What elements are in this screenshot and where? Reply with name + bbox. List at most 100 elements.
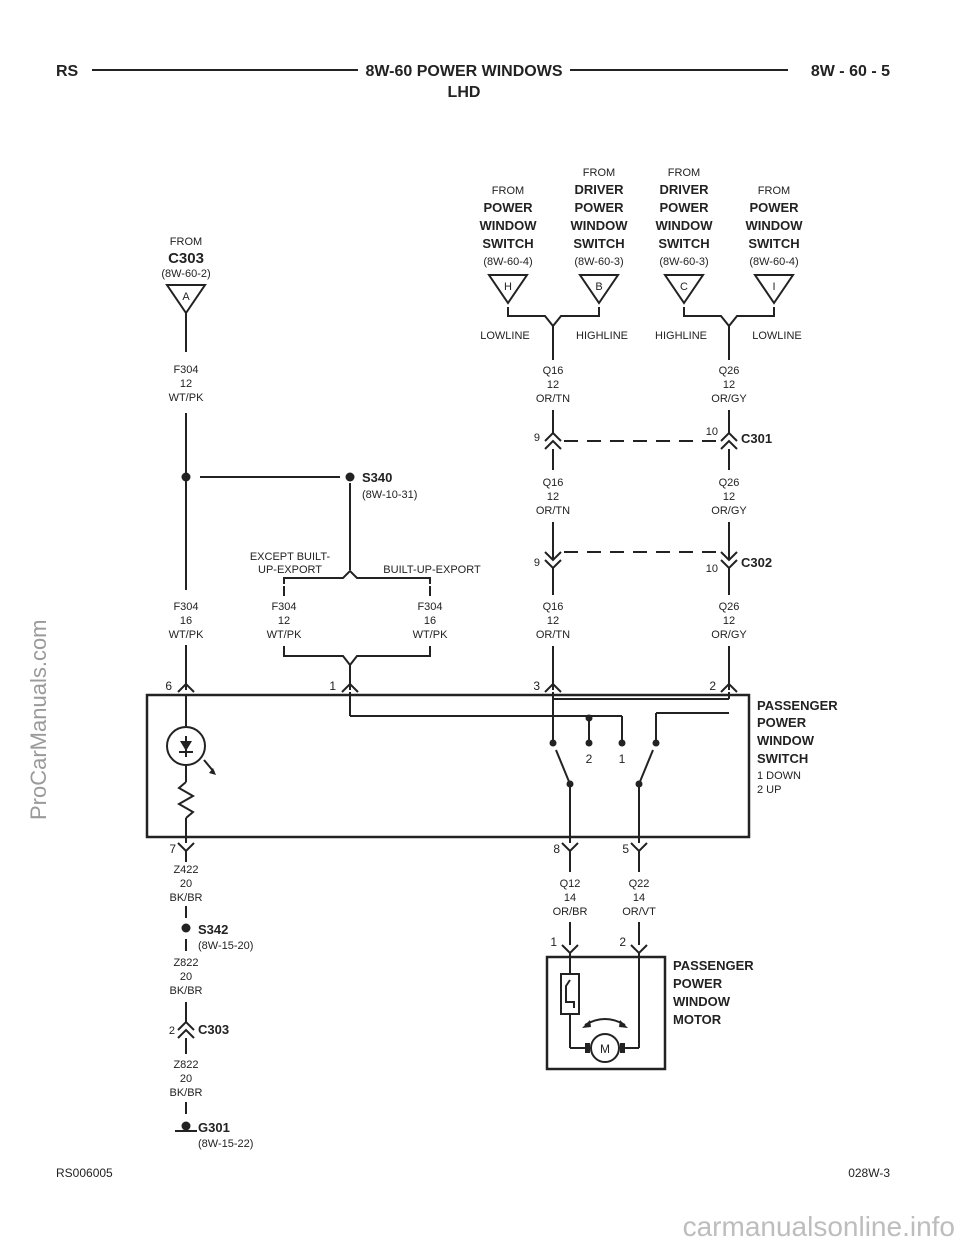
motor-rotation-arrow <box>584 1018 626 1026</box>
c303-pin2-male <box>177 1020 195 1031</box>
z422-circuit: Z422 <box>173 864 198 876</box>
c303-pin2-female <box>177 1028 195 1039</box>
q26-c-gauge: 12 <box>723 615 735 627</box>
switch-contact-1 <box>618 739 626 747</box>
c301-name: C301 <box>741 431 772 446</box>
motor-arrowhead-right <box>619 1020 628 1028</box>
c-source-ref: (8W-60-3) <box>659 256 708 268</box>
switch-label-l1: PASSENGER <box>757 698 838 713</box>
switch-pin1: 1 <box>329 679 336 693</box>
motor-arrowhead-left <box>582 1020 591 1028</box>
switch-pin8-connector <box>561 842 579 853</box>
z422-color: BK/BR <box>169 892 202 904</box>
q16-b-gauge: 12 <box>547 491 559 503</box>
q16-option-bracket <box>507 307 600 328</box>
switch-pin7-connector <box>177 842 195 853</box>
i-source-ref: (8W-60-4) <box>749 256 798 268</box>
c301-pin10: 10 <box>706 426 718 438</box>
g301-ref: (8W-15-22) <box>198 1138 253 1150</box>
b-source-l2: WINDOW <box>570 218 628 233</box>
c-source-l3: SWITCH <box>658 236 709 251</box>
switch-pos-2: 2 <box>586 752 593 766</box>
switch-pin3-connector <box>544 682 562 693</box>
c301-pin10-female <box>720 439 738 450</box>
c302-name: C302 <box>741 555 772 570</box>
circuit-breaker-element <box>565 979 575 1008</box>
switch-contact-a <box>549 739 557 747</box>
z822-a-gauge: 20 <box>180 971 192 983</box>
b-from: FROM <box>583 167 615 179</box>
i-source-triangle <box>753 274 795 305</box>
f304-12-circuit: F304 <box>173 364 198 376</box>
f304-16-gauge: 16 <box>180 615 192 627</box>
option-except-l2: UP-EXPORT <box>258 564 322 576</box>
switch-pin6-connector <box>177 682 195 693</box>
q26-a-circuit: Q26 <box>719 365 740 377</box>
f304-12-color: WT/PK <box>169 392 204 404</box>
motor-pin2-connector <box>630 944 648 955</box>
footer-figure-code: 028W-3 <box>848 1166 890 1180</box>
q26-highline-label: HIGHLINE <box>655 330 707 342</box>
passenger-switch-box <box>145 693 751 839</box>
c303-source-pin: A <box>182 291 190 303</box>
switch-label-l2: POWER <box>757 715 807 730</box>
b-source-ref: (8W-60-3) <box>574 256 623 268</box>
c-source-triangle <box>663 274 705 305</box>
motor-label-l1: PASSENGER <box>673 958 754 973</box>
z822-b-circuit: Z822 <box>173 1059 198 1071</box>
h-source-pin: H <box>504 281 512 293</box>
h-from: FROM <box>492 185 524 197</box>
header-title: 8W-60 POWER WINDOWS <box>365 63 562 80</box>
c301-pin9: 9 <box>534 432 540 444</box>
c-source-l0: DRIVER <box>659 182 709 197</box>
q26-c-color: OR/GY <box>711 629 747 641</box>
switch-label-l4: SWITCH <box>757 751 808 766</box>
led-light-arrowhead <box>209 768 216 775</box>
q26-b-color: OR/GY <box>711 505 747 517</box>
switch-contact-2 <box>585 739 593 747</box>
switch-note-up: 2 UP <box>757 784 781 796</box>
motor-label-l4: MOTOR <box>673 1012 722 1027</box>
h-source-ref: (8W-60-4) <box>483 256 532 268</box>
i-source-l1: POWER <box>749 200 799 215</box>
i-source-l2: WINDOW <box>745 218 803 233</box>
f304-16b-gauge: 16 <box>424 615 436 627</box>
c302-pin9-male <box>544 551 562 562</box>
header-page-number: 8W - 60 - 5 <box>811 63 890 80</box>
export-option-bracket-top <box>283 569 431 584</box>
s342-name: S342 <box>198 922 228 937</box>
q16-a-color: OR/TN <box>536 393 570 405</box>
passenger-motor-box <box>545 955 667 1071</box>
c303-source-name: C303 <box>168 250 204 267</box>
switch-note-down: 1 DOWN <box>757 770 801 782</box>
bottom-watermark: carmanualsonline.info <box>683 1211 955 1242</box>
switch-blade-down <box>555 749 571 785</box>
f304-16-color: WT/PK <box>169 629 204 641</box>
switch-pin7: 7 <box>169 842 176 856</box>
c-from: FROM <box>668 167 700 179</box>
b-source-triangle <box>578 274 620 305</box>
q26-c-circuit: Q26 <box>719 601 740 613</box>
c303-name: C303 <box>198 1022 229 1037</box>
switch-pin5-connector <box>630 842 648 853</box>
g301-ground-dot <box>181 1121 191 1131</box>
motor-label-l2: POWER <box>673 976 723 991</box>
c-source-l1: POWER <box>659 200 709 215</box>
q12-gauge: 14 <box>564 892 576 904</box>
q12-circuit: Q12 <box>560 878 581 890</box>
header-subtitle: LHD <box>448 84 481 101</box>
switch-pin5: 5 <box>622 842 629 856</box>
side-watermark: ProCarManuals.com <box>26 619 51 820</box>
s340-ref: (8W-10-31) <box>362 489 417 501</box>
h-source-l2: WINDOW <box>479 218 537 233</box>
c302-pin10-male <box>720 551 738 562</box>
q12-color: OR/BR <box>553 906 588 918</box>
motor-brush-left <box>585 1043 590 1053</box>
g301-name: G301 <box>198 1120 230 1135</box>
switch-pin1-connector <box>341 682 359 693</box>
switch-pin2: 2 <box>709 679 716 693</box>
q16-lowline-label: LOWLINE <box>480 330 530 342</box>
q26-lowline-label: LOWLINE <box>752 330 802 342</box>
q16-c-circuit: Q16 <box>543 601 564 613</box>
